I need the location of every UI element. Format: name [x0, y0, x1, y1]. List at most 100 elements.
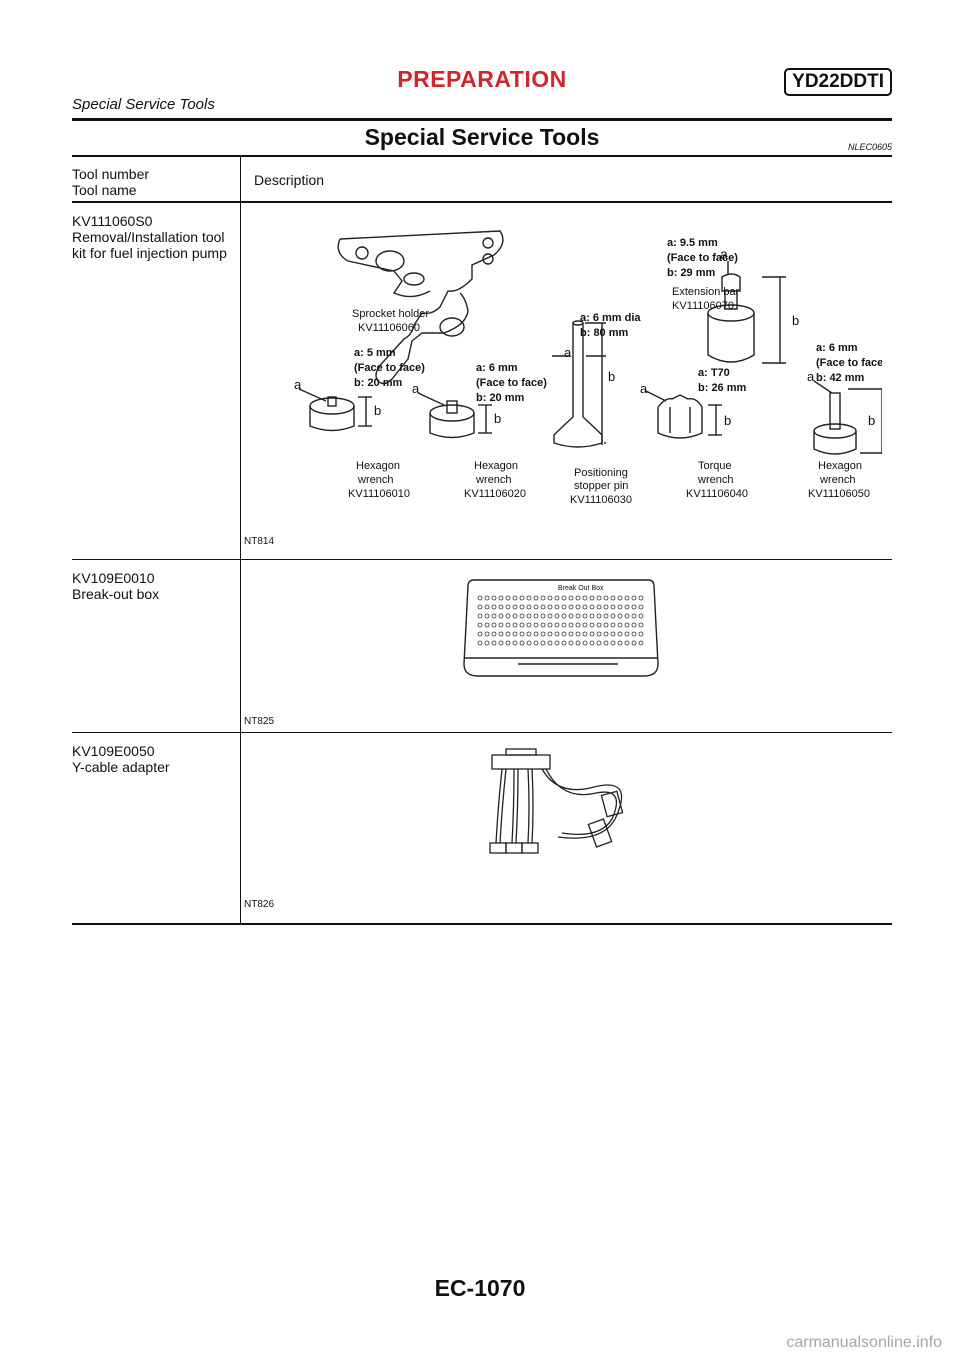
pin-hole — [526, 595, 532, 601]
pin-hole — [638, 613, 644, 619]
tool-cell: KV111060S0 Removal/Installation tool kit… — [72, 213, 237, 261]
pin-hole — [596, 622, 602, 628]
tool-number: KV109E0010 — [72, 570, 155, 586]
dim-b-extension: b — [792, 313, 799, 328]
pin-hole — [603, 631, 609, 637]
dim-b-hex2: b — [494, 411, 501, 426]
pin-hole — [582, 631, 588, 637]
section-rule — [72, 155, 892, 157]
pin-hole — [512, 604, 518, 610]
hex2-number: KV11106020 — [464, 488, 526, 500]
dim-b-hex3: b — [868, 413, 875, 428]
pin-hole — [582, 622, 588, 628]
hex3-spec-2: (Face to face) — [816, 357, 882, 369]
pin-hole — [603, 595, 609, 601]
pin-hole — [477, 631, 483, 637]
pin-hole — [568, 631, 574, 637]
pin-hole — [575, 631, 581, 637]
pin-spec-2: b: 80 mm — [580, 327, 629, 339]
pin-hole — [638, 604, 644, 610]
row-divider — [72, 559, 892, 560]
sprocket-number: KV11106060 — [358, 322, 420, 334]
pin-hole — [554, 622, 560, 628]
pin-hole — [526, 622, 532, 628]
hex2-name-2: wrench — [475, 474, 511, 486]
pin-hole — [491, 640, 497, 646]
pin-hole — [519, 622, 525, 628]
pin-hole — [540, 613, 546, 619]
torque-name-2: wrench — [697, 474, 733, 486]
pin-hole — [477, 613, 483, 619]
hex2-spec-2: (Face to face) — [476, 377, 547, 389]
pin-hole — [575, 595, 581, 601]
pin-hole — [561, 613, 567, 619]
pin-hole — [498, 595, 504, 601]
dim-a-hex3: a — [807, 369, 815, 384]
pin-hole — [624, 613, 630, 619]
pin-hole — [484, 622, 490, 628]
page-header: PREPARATION YD22DDTI Special Service Too… — [72, 66, 892, 120]
pin-hole — [505, 640, 511, 646]
pin-hole — [561, 595, 567, 601]
dim-a-hex2: a — [412, 381, 420, 396]
torque-spec-2: b: 26 mm — [698, 382, 747, 394]
pin-hole — [533, 604, 539, 610]
pin-hole — [596, 604, 602, 610]
pin-name-2: stopper pin — [574, 480, 628, 492]
hex2-spec-3: b: 20 mm — [476, 392, 525, 404]
pin-hole — [582, 640, 588, 646]
pin-hole — [526, 604, 532, 610]
pin-hole — [617, 595, 623, 601]
pin-hole — [638, 622, 644, 628]
hex1-name-1: Hexagon — [356, 460, 400, 472]
dim-a-torque: a — [640, 381, 648, 396]
pin-hole — [568, 622, 574, 628]
extension-spec-2: (Face to face) — [667, 252, 738, 264]
pin-hole — [631, 631, 637, 637]
pin-hole — [484, 640, 490, 646]
tool-number: KV111060S0 — [72, 213, 153, 229]
tool-name: Y-cable adapter — [72, 759, 170, 775]
hex3-number: KV11106050 — [808, 488, 870, 500]
pin-hole — [638, 595, 644, 601]
pin-hole — [484, 604, 490, 610]
y-cable-figure — [489, 748, 624, 854]
pin-hole — [603, 622, 609, 628]
pin-hole — [505, 622, 511, 628]
pin-hole — [512, 622, 518, 628]
pin-hole — [519, 631, 525, 637]
pin-hole — [617, 631, 623, 637]
pin-hole — [512, 595, 518, 601]
pin-hole — [561, 631, 567, 637]
section-code: NLEC0605 — [847, 142, 892, 152]
pin-hole — [526, 640, 532, 646]
dim-a-hex1: a — [294, 377, 302, 392]
pin-hole — [596, 631, 602, 637]
extension-name: Extension bar — [672, 286, 740, 298]
pin-hole — [554, 613, 560, 619]
pin-hole — [561, 604, 567, 610]
pin-hole — [505, 613, 511, 619]
pin-hole — [624, 622, 630, 628]
pin-hole — [589, 604, 595, 610]
pin-hole — [603, 613, 609, 619]
pin-hole — [610, 631, 616, 637]
pin-hole — [631, 604, 637, 610]
pin-hole — [491, 622, 497, 628]
header-rule — [72, 118, 892, 121]
hex2-spec-1: a: 6 mm — [476, 362, 518, 374]
figure-code: NT814 — [244, 536, 275, 547]
pin-hole — [631, 613, 637, 619]
tool-name: Break-out box — [72, 586, 160, 602]
pin-hole — [624, 604, 630, 610]
extension-bar-drawing — [707, 261, 786, 364]
pin-hole — [568, 640, 574, 646]
pin-hole — [491, 613, 497, 619]
pin-hole — [512, 631, 518, 637]
torque-wrench-drawing — [645, 390, 722, 439]
page-number: EC-1070 — [434, 1275, 526, 1301]
pin-hole — [631, 595, 637, 601]
engine-badge: YD22DDTI — [784, 68, 892, 96]
torque-spec-1: a: T70 — [698, 367, 730, 379]
hexagon-wrench-2-drawing — [417, 392, 492, 439]
